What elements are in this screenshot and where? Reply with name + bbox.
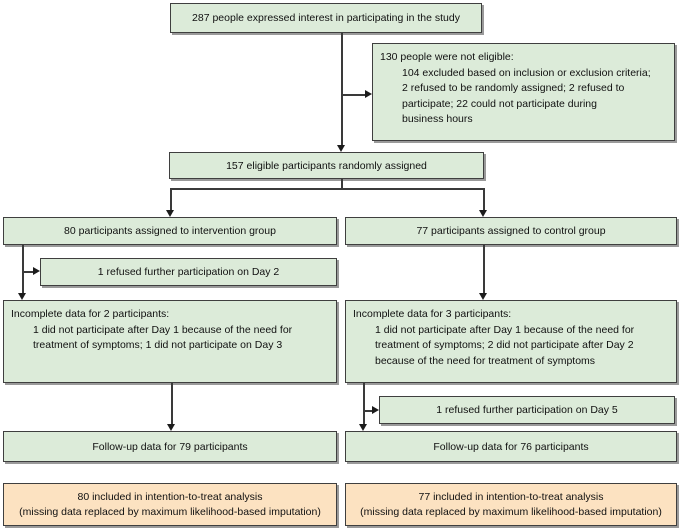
box-refused-day2: 1 refused further participation on Day 2 [40, 258, 337, 286]
connector-interest-to-randomized [341, 33, 343, 145]
box-itt-intervention: 80 included in intention-to-treat analys… [3, 483, 337, 526]
box-itt-control-line1: 77 included in intention-to-treat analys… [418, 491, 604, 503]
box-not-eligible: 130 people were not eligible: 104 exclud… [372, 43, 675, 141]
box-randomized-text: 157 eligible participants randomly assig… [226, 159, 427, 172]
box-followup-control: Follow-up data for 76 participants [345, 431, 677, 462]
box-followup-control-text: Follow-up data for 76 participants [433, 440, 589, 453]
box-itt-control: 77 included in intention-to-treat analys… [345, 483, 677, 526]
box-followup-intervention-text: Follow-up data for 79 participants [92, 440, 248, 453]
arrowhead-down-icon [167, 424, 175, 431]
arrowhead-down-icon [479, 293, 487, 300]
box-not-eligible-head: 130 people were not eligible: [380, 51, 514, 63]
box-incomplete-control-detail: 1 did not participate after Day 1 becaus… [375, 323, 635, 367]
box-control-group: 77 participants assigned to control grou… [345, 217, 677, 245]
box-incomplete-intervention-head: Incomplete data for 2 participants: [11, 308, 170, 320]
box-refused-day2-text: 1 refused further participation on Day 2 [97, 266, 280, 278]
arrowhead-right-icon [33, 267, 40, 275]
box-refused-day5: 1 refused further participation on Day 5 [379, 396, 675, 424]
box-itt-control-line2: (missing data replaced by maximum likeli… [360, 505, 662, 518]
arrowhead-down-icon [166, 210, 174, 217]
connector-incomplete-to-followup-right [363, 383, 365, 425]
box-expressed-interest-text: 287 people expressed interest in partici… [192, 12, 460, 24]
arrowhead-down-icon [18, 293, 26, 300]
box-expressed-interest: 287 people expressed interest in partici… [170, 3, 482, 33]
connector-split-right [483, 188, 485, 211]
connector-split-horizontal [170, 188, 484, 190]
box-control-group-text: 77 participants assigned to control grou… [416, 225, 606, 237]
box-incomplete-control: Incomplete data for 3 participants: 1 di… [345, 300, 677, 383]
arrowhead-right-icon [365, 90, 372, 98]
box-itt-intervention-line1: 80 included in intention-to-treat analys… [77, 491, 263, 503]
box-incomplete-intervention: Incomplete data for 2 participants: 1 di… [3, 300, 337, 383]
box-refused-day5-text: 1 refused further participation on Day 5 [436, 404, 618, 416]
connector-branch-refused-day2 [22, 271, 34, 273]
connector-control-to-incomplete [483, 245, 485, 294]
box-incomplete-intervention-detail: 1 did not participate after Day 1 becaus… [33, 323, 293, 352]
connector-branch-not-eligible [341, 94, 366, 96]
arrowhead-down-icon [337, 145, 345, 152]
arrowhead-right-icon [372, 406, 379, 414]
box-intervention-group-text: 80 participants assigned to intervention… [64, 225, 276, 237]
box-followup-intervention: Follow-up data for 79 participants [3, 431, 337, 462]
connector-branch-refused-day5 [363, 410, 373, 412]
box-itt-intervention-line2: (missing data replaced by maximum likeli… [19, 505, 321, 518]
arrowhead-down-icon [359, 424, 367, 431]
arrowhead-down-icon [479, 210, 487, 217]
connector-split-stub [341, 179, 343, 189]
connector-intervention-to-incomplete [22, 245, 24, 294]
box-randomized: 157 eligible participants randomly assig… [169, 152, 484, 179]
box-intervention-group: 80 participants assigned to intervention… [3, 217, 337, 245]
box-incomplete-control-head: Incomplete data for 3 participants: [353, 308, 512, 320]
connector-incomplete-to-followup-left [171, 383, 173, 425]
box-not-eligible-detail: 104 excluded based on inclusion or exclu… [402, 66, 651, 126]
connector-split-left [170, 188, 172, 211]
